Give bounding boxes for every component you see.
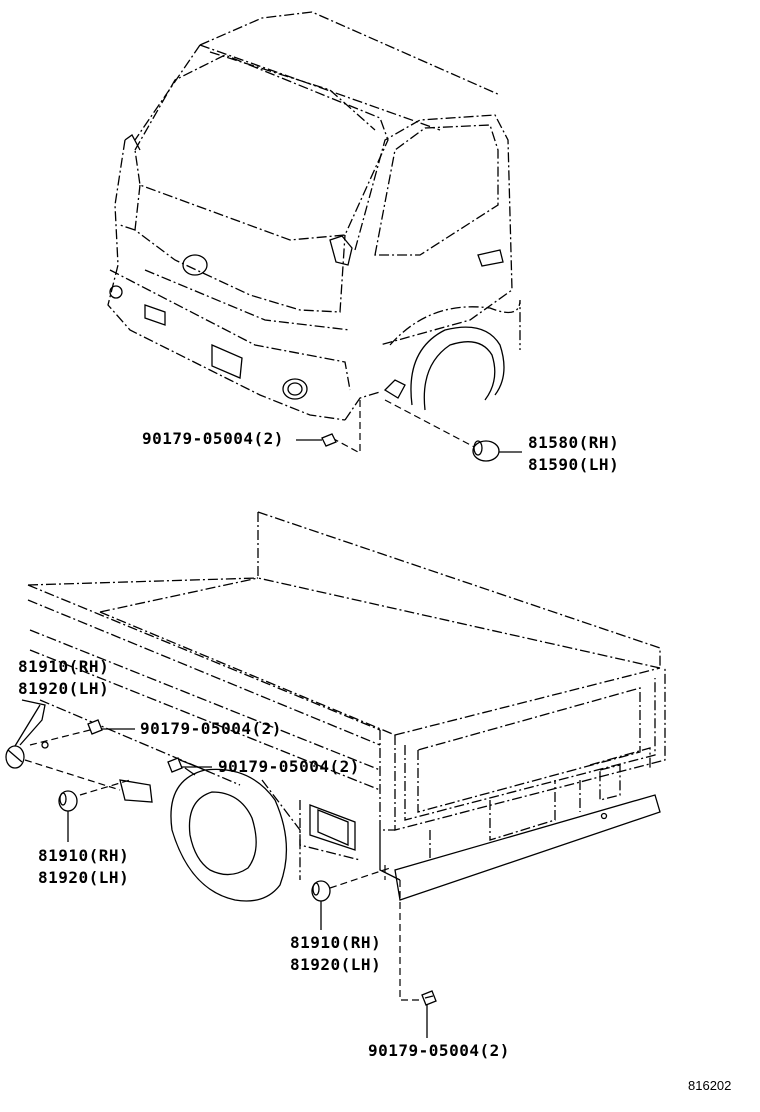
cab-lamp-lh-label: 81590(LH) [528,455,620,474]
rear-side-lamp-part [311,880,331,930]
clip-label-mid-2: 90179-05004(2) [218,757,360,776]
clip-part-bottom [421,990,437,1038]
rear-deck-illustration [19,511,666,1001]
cab-lamp-rh-label: 81580(RH) [528,433,620,452]
cab-illustration [107,11,521,453]
side-lamp-lower-rh-label: 81910(RH) [38,846,130,865]
rear-lamp-lh-label: 81920(LH) [290,955,382,974]
rear-lamp-rh-label: 81910(RH) [290,933,382,952]
clip-part-mid-2 [167,757,212,773]
side-lamp-part-upper [5,704,41,769]
side-lamp-upper-lh-label: 81920(LH) [18,679,110,698]
clip-part-mid-1 [87,719,135,735]
side-lamp-upper-rh-label: 81910(RH) [18,657,110,676]
clip-label-top: 90179-05004(2) [142,429,284,448]
cab-side-lamp-part [472,440,522,462]
clip-label-bottom: 90179-05004(2) [368,1041,510,1060]
side-lamp-part-lower [58,790,78,842]
side-lamp-lower-lh-label: 81920(LH) [38,868,130,887]
clip-part-top [296,433,337,447]
diagram-id: 816202 [688,1078,732,1093]
clip-label-mid-1: 90179-05004(2) [140,719,282,738]
